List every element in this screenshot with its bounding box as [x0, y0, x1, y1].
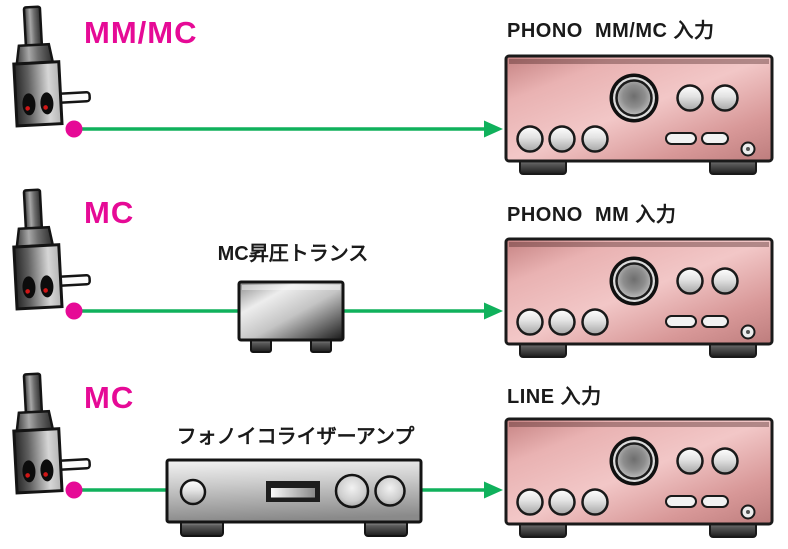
amplifier-icon: [504, 417, 774, 542]
arrowhead-icon: [484, 120, 503, 138]
amp-input-label: LINE 入力: [507, 386, 602, 408]
amp-input-label: PHONO MM/MC 入力: [507, 20, 715, 42]
source-dot-icon: [65, 481, 83, 499]
device-label: フォノイコライザーアンプ: [176, 426, 415, 448]
cartridge-icon: [4, 188, 96, 312]
amplifier-icon: [504, 237, 774, 362]
row-mc-phono-equalizer: MC フォノイコライザーアンプ LINE 入力: [0, 366, 788, 549]
phono-equalizer-icon: [165, 458, 423, 540]
device-label: MC昇圧トランス: [217, 243, 369, 265]
cartridge-type-label: MC: [84, 380, 135, 415]
cable-arrow: [65, 120, 503, 138]
arrowhead-icon: [484, 481, 503, 499]
source-dot-icon: [65, 120, 83, 138]
row-mm-mc-direct: MM/MC PHONO MM/MC 入力: [0, 0, 788, 183]
cartridge-icon: [4, 372, 96, 496]
source-dot-icon: [65, 302, 83, 320]
arrowhead-icon: [484, 302, 503, 320]
cartridge-icon: [4, 5, 96, 129]
amplifier-icon: [504, 54, 774, 179]
row-mc-step-up-transformer: MC MC昇圧トランス PHONO MM 入力: [0, 183, 788, 366]
step-up-transformer-icon: [237, 280, 345, 356]
cartridge-type-label: MM/MC: [84, 15, 198, 50]
amp-input-label: PHONO MM 入力: [507, 204, 677, 226]
cartridge-type-label: MC: [84, 195, 135, 230]
